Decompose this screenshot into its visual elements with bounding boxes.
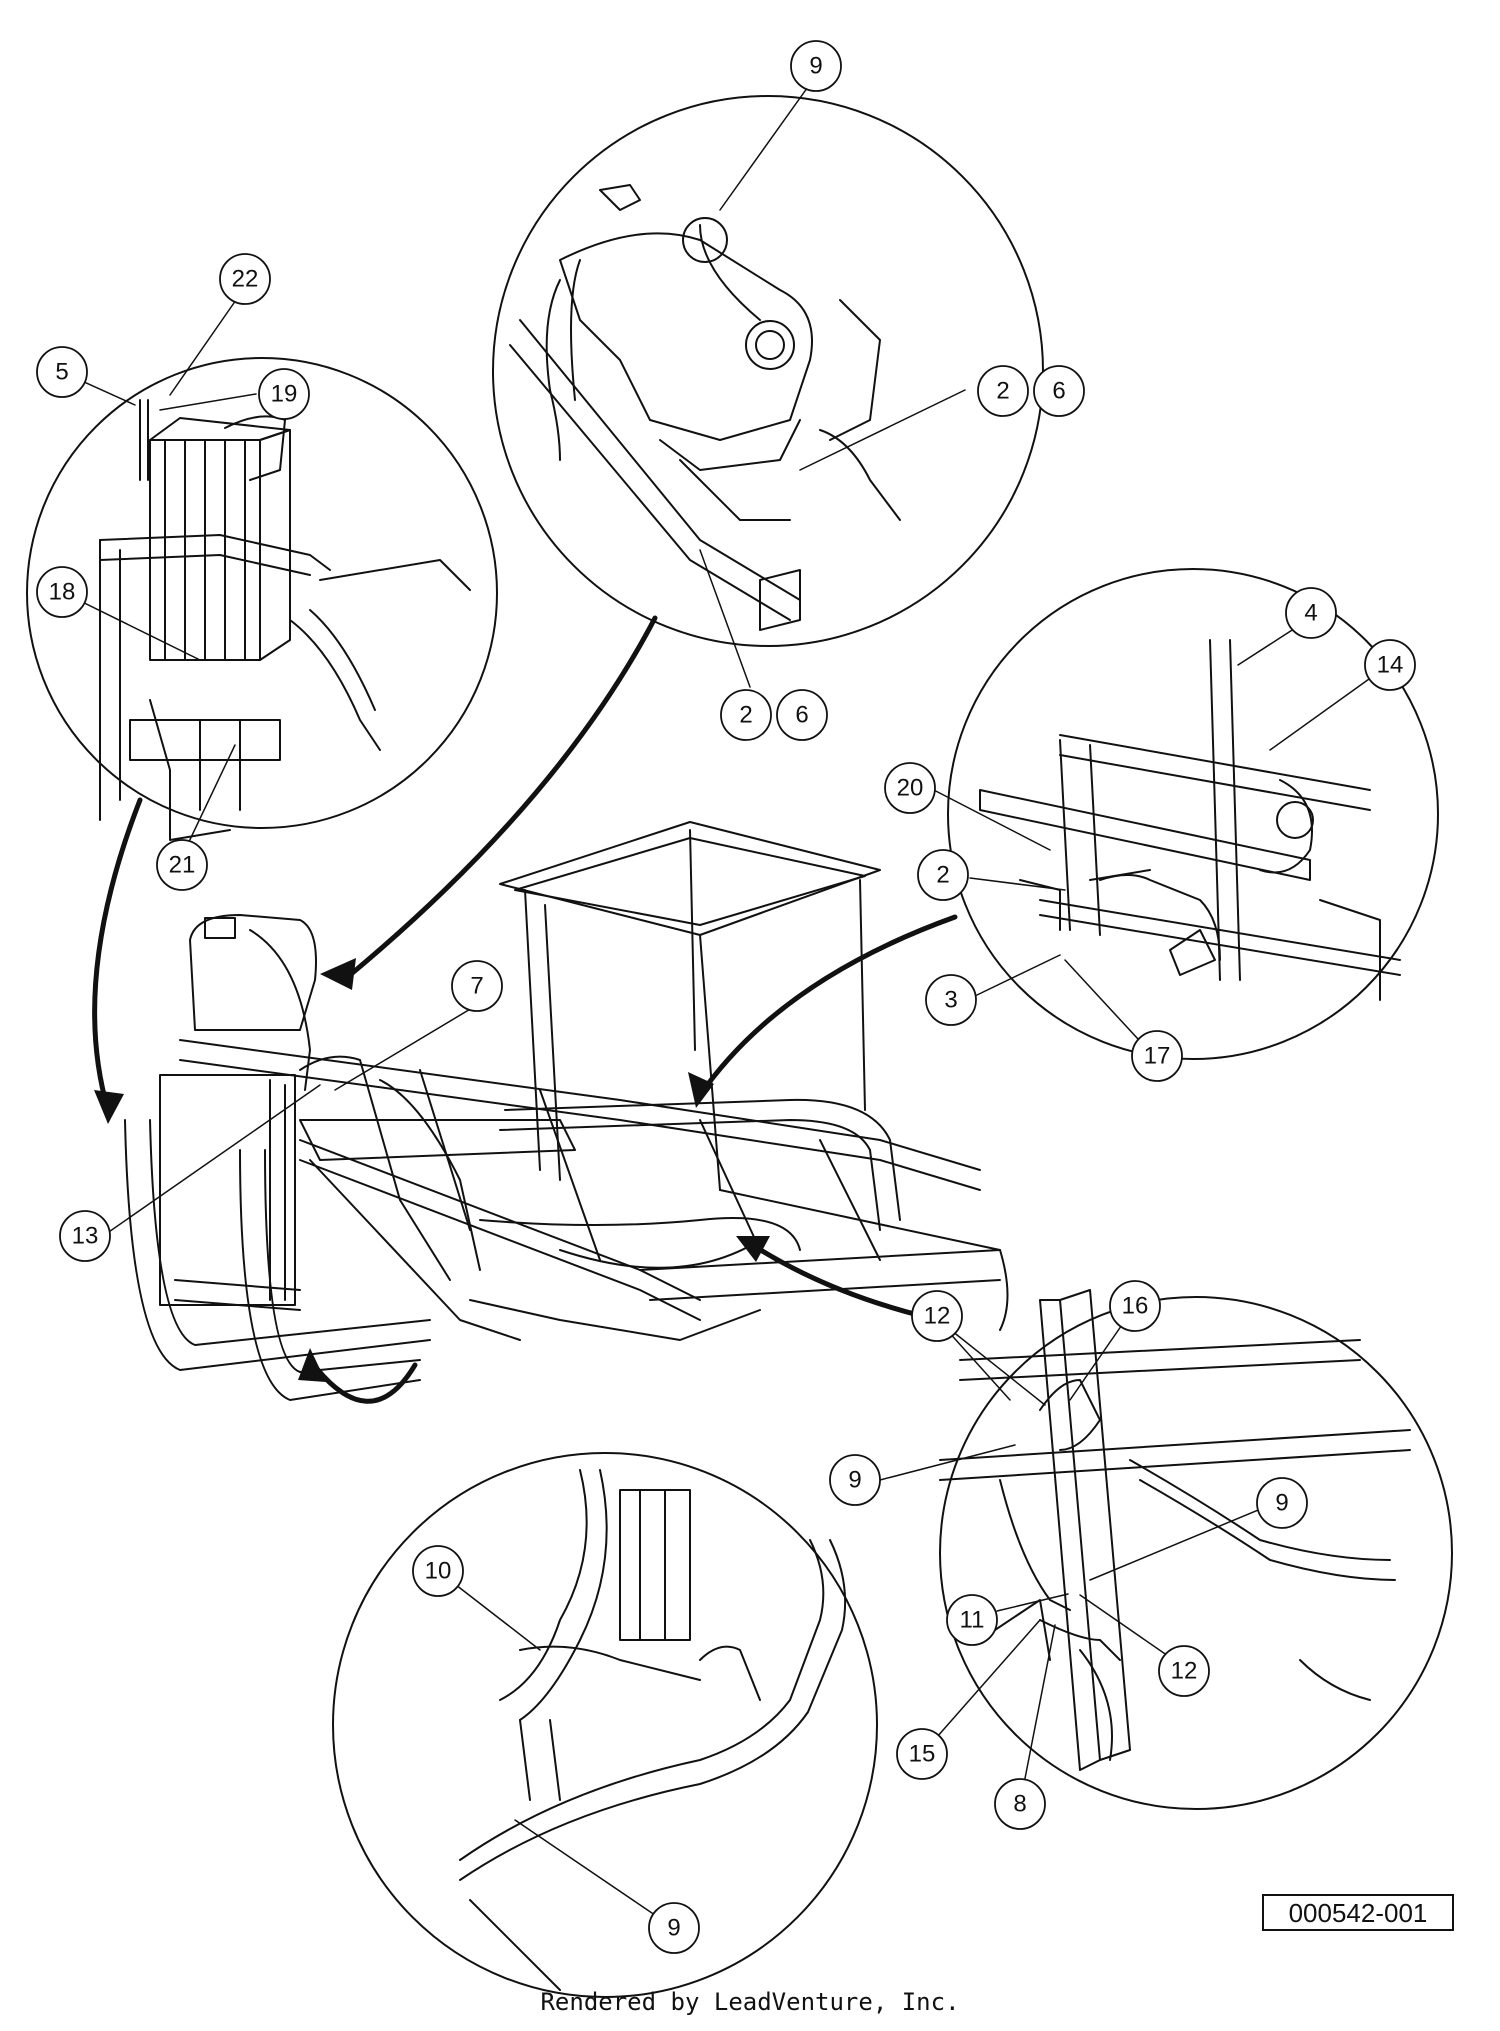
callout-label: 2: [739, 702, 752, 729]
callout-label: 10: [425, 1558, 452, 1585]
detail-view-radiator: [26, 357, 498, 829]
detail-view-frame-right: [947, 568, 1439, 1060]
callout-label: 14: [1377, 652, 1404, 679]
callout-5: [36, 346, 88, 398]
callout-label: 6: [795, 702, 808, 729]
callout-7: [451, 960, 503, 1012]
main-frame-drawing: [124, 821, 1009, 1401]
hoses-right-detail-drawing: [939, 1289, 1411, 1771]
callout-label: 9: [848, 1467, 861, 1494]
part-number-box: 000542-001: [1262, 1894, 1454, 1931]
callout-label: 9: [1275, 1490, 1288, 1517]
callouts: [36, 40, 1416, 1954]
callout-8: [994, 1778, 1046, 1830]
callout-label: 22: [232, 266, 259, 293]
callout-6-lower: [776, 689, 828, 741]
callout-4: [1285, 587, 1337, 639]
callout-label: 12: [924, 1303, 951, 1330]
callout-17: [1131, 1030, 1183, 1082]
callout-19: [258, 368, 310, 420]
callout-9-right-lower: [1256, 1477, 1308, 1529]
callout-16: [1109, 1280, 1161, 1332]
callout-labels: 9 22 5 19 2 6 2 6 18 21 4 14 20 2 3 17 7…: [49, 53, 1404, 1942]
frame-right-detail-drawing: [979, 639, 1401, 1001]
callout-label: 16: [1122, 1293, 1149, 1320]
part-number: 000542-001: [1289, 1898, 1428, 1928]
callout-9-top: [790, 40, 842, 92]
detail-view-reservoir: [492, 95, 1044, 647]
callout-10: [412, 1545, 464, 1597]
callout-2-upper: [977, 365, 1029, 417]
callout-label: 17: [1144, 1043, 1171, 1070]
callout-label: 8: [1013, 1791, 1026, 1818]
callout-20: [884, 762, 936, 814]
reservoir-detail-drawing: [509, 184, 901, 631]
arrow-heads: [94, 958, 770, 1382]
callout-22: [219, 253, 271, 305]
detail-view-hoses-right: [939, 1296, 1453, 1810]
reference-arrows: [92, 615, 958, 1404]
callout-6-upper: [1033, 365, 1085, 417]
callout-13: [59, 1210, 111, 1262]
callout-label: 5: [55, 359, 68, 386]
radiator-detail-drawing: [99, 399, 471, 841]
callout-2-lower: [720, 689, 772, 741]
callout-label: 4: [1304, 600, 1317, 627]
callout-11: [946, 1594, 998, 1646]
callout-15: [896, 1728, 948, 1780]
callout-9-right-upper: [829, 1454, 881, 1506]
callout-label: 6: [1052, 378, 1065, 405]
callout-18: [36, 566, 88, 618]
callout-label: 7: [470, 973, 483, 1000]
callout-12-lower: [1158, 1645, 1210, 1697]
callout-label: 13: [72, 1223, 99, 1250]
callout-label: 9: [667, 1915, 680, 1942]
hoses-front-detail-drawing: [459, 1469, 847, 1991]
callout-label: 11: [960, 1607, 985, 1634]
callout-14: [1364, 639, 1416, 691]
callout-label: 2: [936, 862, 949, 889]
detail-view-hoses-front: [332, 1452, 878, 1998]
callout-label: 18: [49, 579, 76, 606]
callout-label: 19: [271, 381, 298, 408]
callout-12-upper: [911, 1290, 963, 1342]
callout-label: 9: [809, 53, 822, 80]
callout-9-bottom: [648, 1902, 700, 1954]
callout-label: 3: [944, 987, 957, 1014]
callout-21: [156, 839, 208, 891]
leader-lines: [61, 83, 1384, 1929]
callout-label: 21: [169, 852, 196, 879]
callout-label: 15: [909, 1741, 936, 1768]
callout-2-frame: [917, 849, 969, 901]
callout-3: [925, 974, 977, 1026]
callout-label: 20: [897, 775, 924, 802]
render-credit: Rendered by LeadVenture, Inc.: [540, 1988, 960, 2016]
callout-label: 2: [996, 378, 1009, 405]
callout-label: 12: [1171, 1658, 1198, 1685]
